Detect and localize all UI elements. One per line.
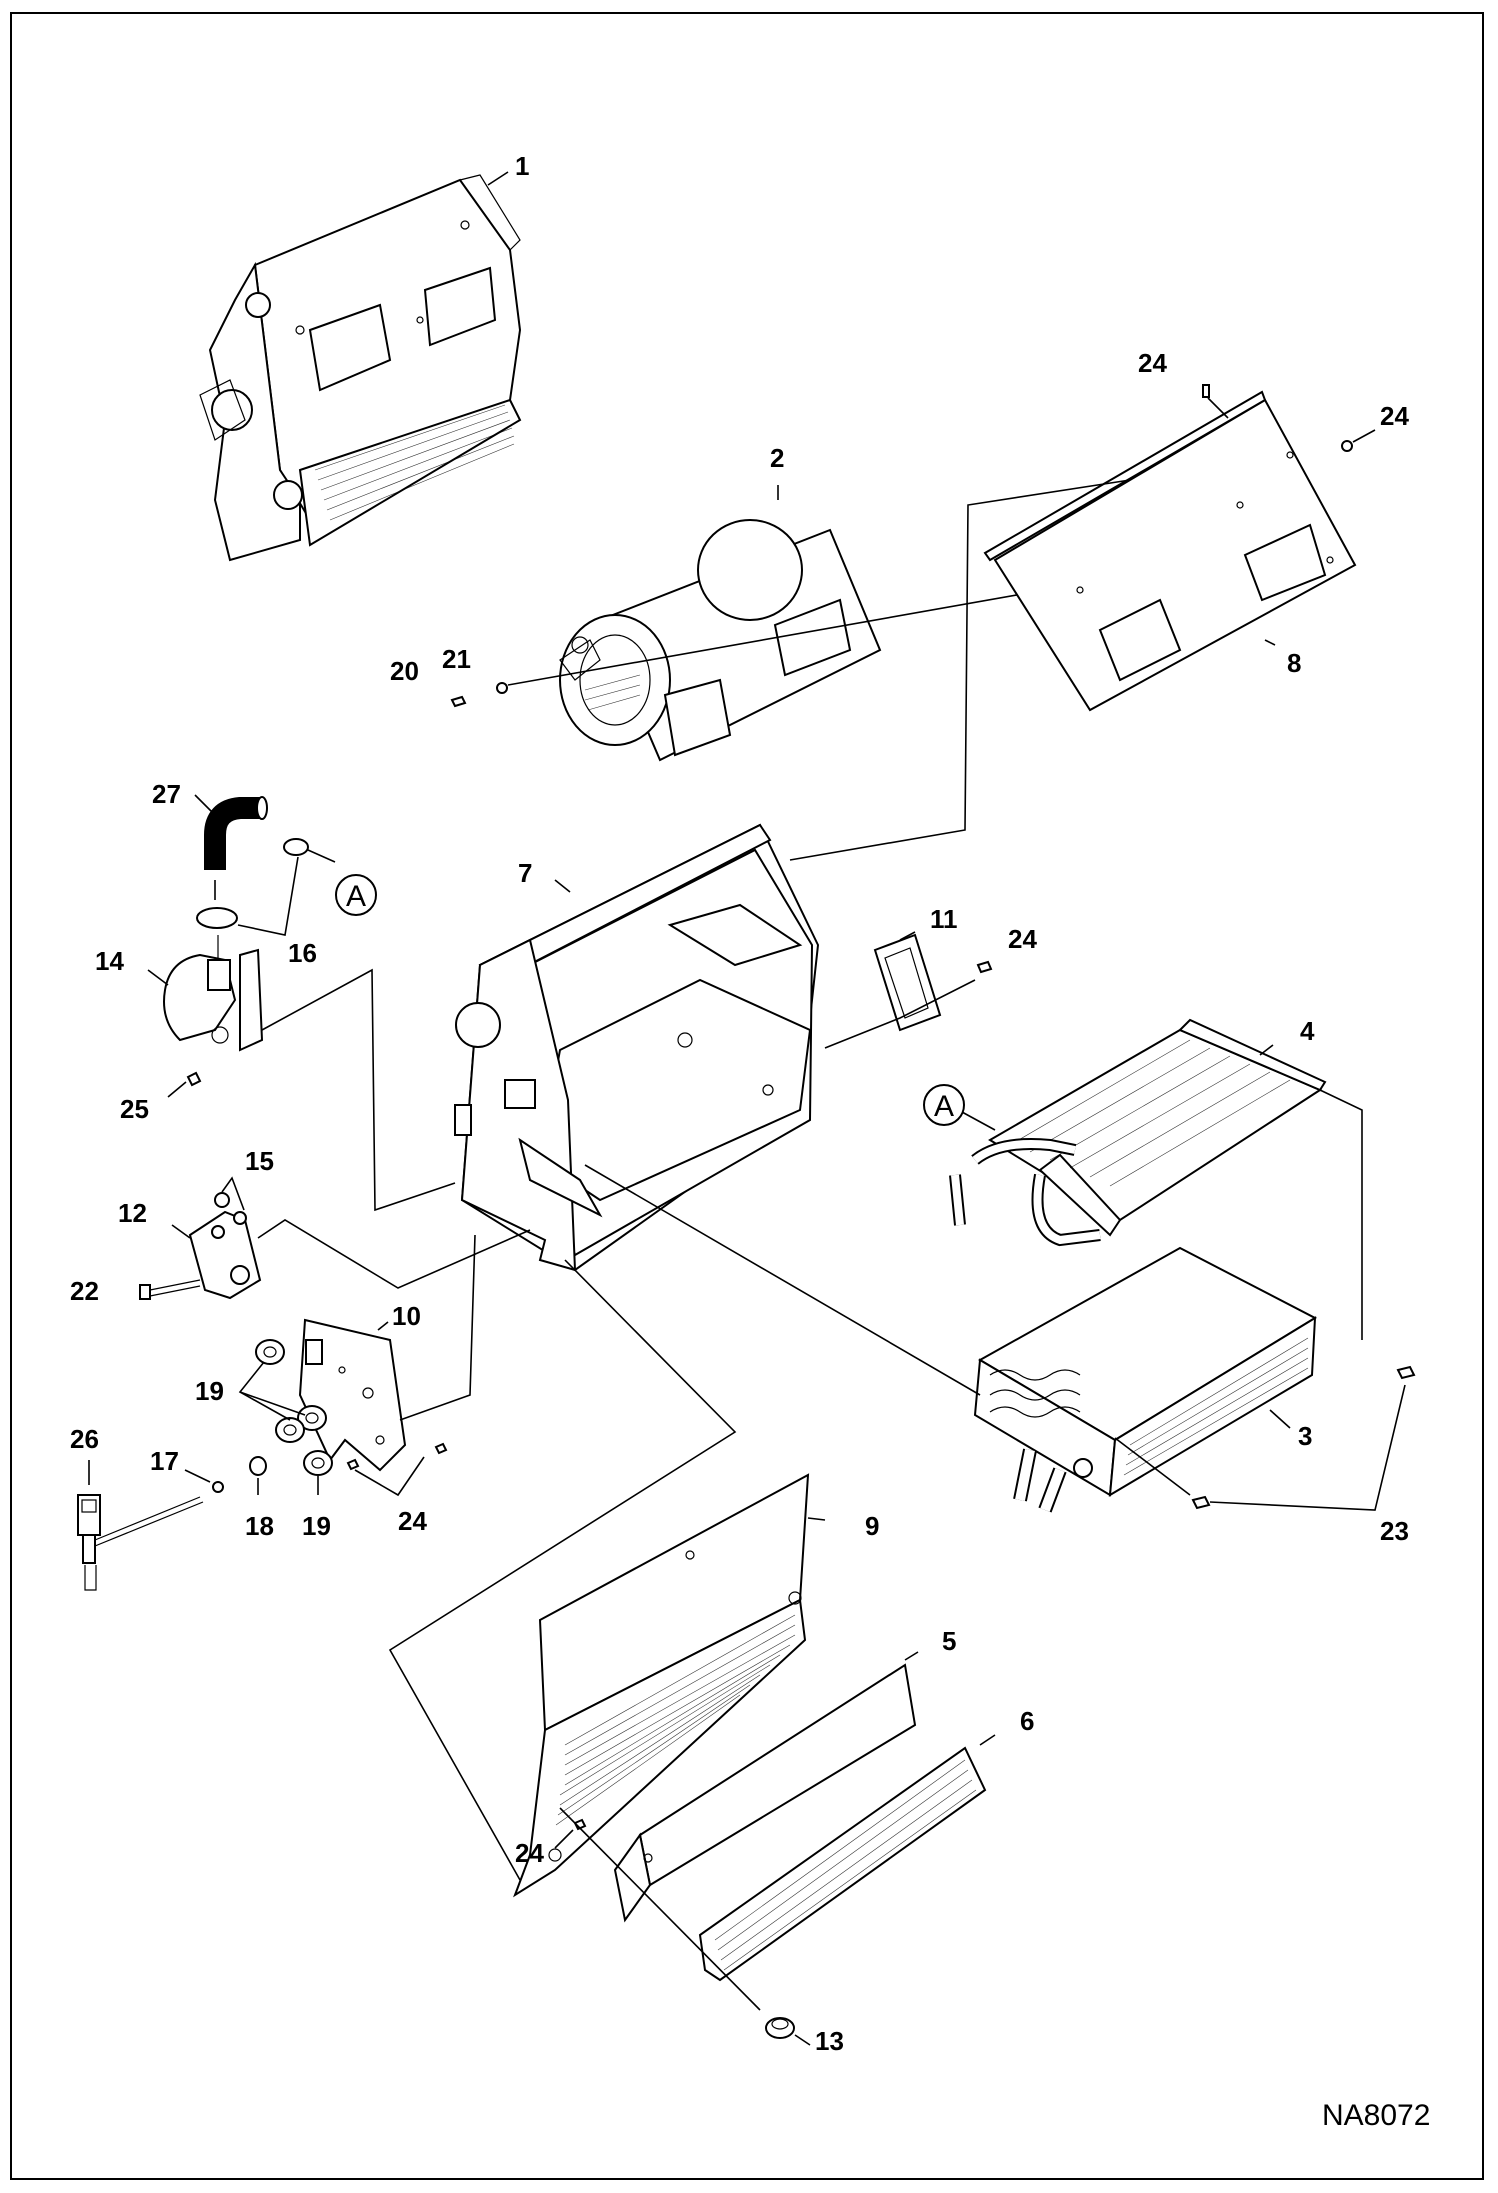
heater-assembly-part-1 xyxy=(199,174,522,562)
callout-23: 23 xyxy=(1380,1516,1409,1546)
callout-12: 12 xyxy=(118,1198,147,1228)
drawing-border xyxy=(10,12,1484,2180)
callout-24-top: 24 xyxy=(1138,348,1167,378)
nut-part-18 xyxy=(249,1456,267,1476)
screw-part-24-plate-a xyxy=(346,1458,360,1471)
callout-17: 17 xyxy=(150,1446,179,1476)
callout-13: 13 xyxy=(815,2026,844,2056)
screw-part-24-gasket xyxy=(976,960,993,974)
filter-cover-part-6 xyxy=(698,1746,987,1982)
screw-part-24-right xyxy=(1341,440,1353,452)
reference-A-right: A xyxy=(934,1090,954,1123)
callout-19-upper: 19 xyxy=(195,1376,224,1406)
clip-part-23-lower xyxy=(1191,1495,1211,1510)
callout-10: 10 xyxy=(392,1301,421,1331)
nut-part-17 xyxy=(212,1481,224,1493)
callout-24-plate: 24 xyxy=(398,1506,427,1536)
callout-5: 5 xyxy=(942,1626,956,1656)
callout-22: 22 xyxy=(70,1276,99,1306)
mounting-plate-part-10 xyxy=(298,1318,407,1472)
callout-1: 1 xyxy=(515,151,529,181)
hose-clamp-part-16-upper xyxy=(283,838,309,856)
callout-9: 9 xyxy=(865,1511,879,1541)
top-cover-part-8 xyxy=(983,390,1357,712)
washer-part-21 xyxy=(496,682,508,694)
callout-8: 8 xyxy=(1287,648,1301,678)
callout-20: 20 xyxy=(390,656,419,686)
reference-circle-A-right xyxy=(923,1084,965,1126)
callout-24-gasket: 24 xyxy=(1008,924,1037,954)
screw-part-20 xyxy=(450,695,467,708)
callout-19-lower: 19 xyxy=(302,1511,331,1541)
grommet-part-19-top xyxy=(255,1339,285,1365)
water-valve-part-14 xyxy=(163,935,264,1052)
reference-circle-A-left xyxy=(335,874,377,916)
callout-3: 3 xyxy=(1298,1421,1312,1451)
hose-clamp-part-16-lower xyxy=(196,907,238,929)
callout-26: 26 xyxy=(70,1424,99,1454)
hose-part-27 xyxy=(204,796,268,870)
screw-part-24-top xyxy=(1202,384,1210,398)
heater-core-part-4 xyxy=(949,1018,1327,1247)
grommet-part-19-bottom xyxy=(303,1450,333,1476)
callout-7: 7 xyxy=(518,858,532,888)
grommet-part-19-left xyxy=(275,1417,305,1443)
knob-part-13 xyxy=(765,2017,795,2039)
drawing-code: NA8072 xyxy=(1322,2099,1430,2132)
callout-14: 14 xyxy=(95,946,124,976)
callout-4: 4 xyxy=(1300,1016,1315,1046)
expansion-valve-part-12 xyxy=(188,1210,262,1300)
callout-24-right: 24 xyxy=(1380,401,1409,431)
o-ring-part-15-b xyxy=(233,1211,247,1225)
housing-part-7 xyxy=(454,823,820,1272)
callout-18: 18 xyxy=(245,1511,274,1541)
filter-part-5 xyxy=(613,1663,917,1923)
screw-part-24-plate-b xyxy=(434,1442,448,1455)
callout-15: 15 xyxy=(245,1146,274,1176)
reference-A-left: A xyxy=(346,880,366,913)
callout-25: 25 xyxy=(120,1094,149,1124)
callout-2: 2 xyxy=(770,443,784,473)
callout-24-panel: 24 xyxy=(515,1838,544,1868)
sensor-part-26 xyxy=(77,1494,204,1591)
callout-11: 11 xyxy=(930,904,958,934)
gasket-part-11 xyxy=(873,933,942,1032)
blower-motor-part-2 xyxy=(559,519,882,762)
callout-27: 27 xyxy=(152,779,181,809)
grille-panel-part-9 xyxy=(513,1473,810,1898)
o-ring-part-15-a xyxy=(214,1192,230,1208)
callout-6: 6 xyxy=(1020,1706,1034,1736)
clip-part-23-upper xyxy=(1396,1365,1416,1380)
callout-21: 21 xyxy=(442,644,471,674)
evaporator-part-3 xyxy=(973,1246,1318,1513)
screw-part-25 xyxy=(186,1071,202,1087)
grommet-part-19-mid xyxy=(297,1405,327,1431)
bolt-part-22 xyxy=(139,1279,201,1300)
callout-16: 16 xyxy=(288,938,317,968)
